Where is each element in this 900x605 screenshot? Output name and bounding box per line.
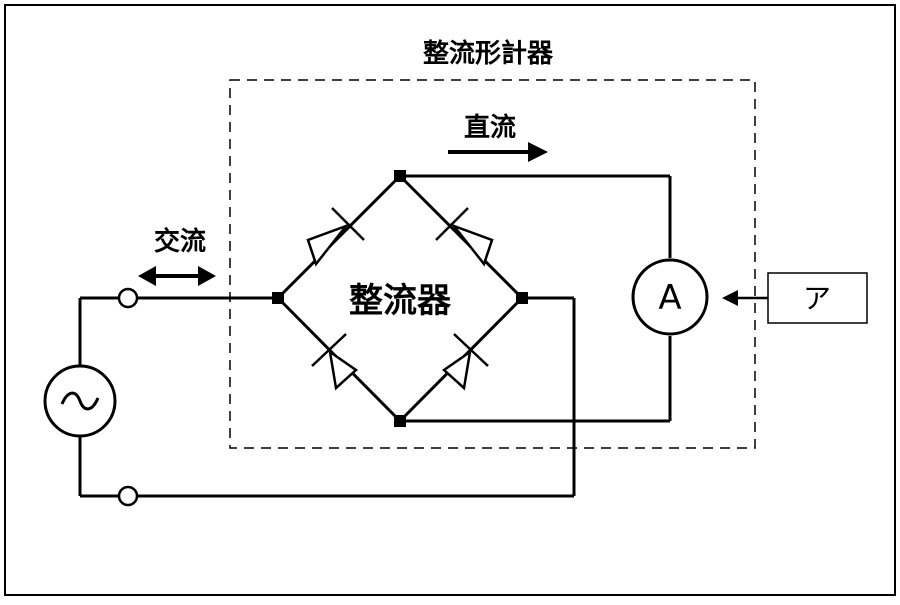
terminal-top xyxy=(117,287,139,309)
wires xyxy=(78,174,672,498)
callout-box xyxy=(767,272,868,324)
diode-upper-left xyxy=(306,207,365,267)
terminal-bottom xyxy=(117,485,139,507)
dc-arrow-head xyxy=(528,142,548,162)
dc-label: 直流 xyxy=(464,113,516,143)
junction-bottom xyxy=(394,415,406,427)
diode-lower-right xyxy=(441,333,489,391)
callout-label: ア xyxy=(803,282,831,315)
ammeter-symbol: A xyxy=(658,278,681,318)
ac-arrow-head-left xyxy=(138,266,156,286)
ac-arrow-head-right xyxy=(198,266,216,286)
meter-title: 整流形計器 xyxy=(423,38,554,69)
junction-right xyxy=(516,292,528,304)
ac-source-wave-icon xyxy=(60,391,100,411)
ac-label: 交流 xyxy=(154,226,206,257)
ammeter xyxy=(631,258,709,336)
junction-top xyxy=(394,170,406,182)
diode-upper-right xyxy=(435,207,494,267)
rectifier-label: 整流器 xyxy=(349,281,452,321)
outer-frame xyxy=(4,4,896,596)
callout-arrow-head xyxy=(722,290,738,306)
diode-lower-left xyxy=(311,333,359,391)
junction-left xyxy=(272,292,284,304)
meter-boundary xyxy=(229,79,756,449)
